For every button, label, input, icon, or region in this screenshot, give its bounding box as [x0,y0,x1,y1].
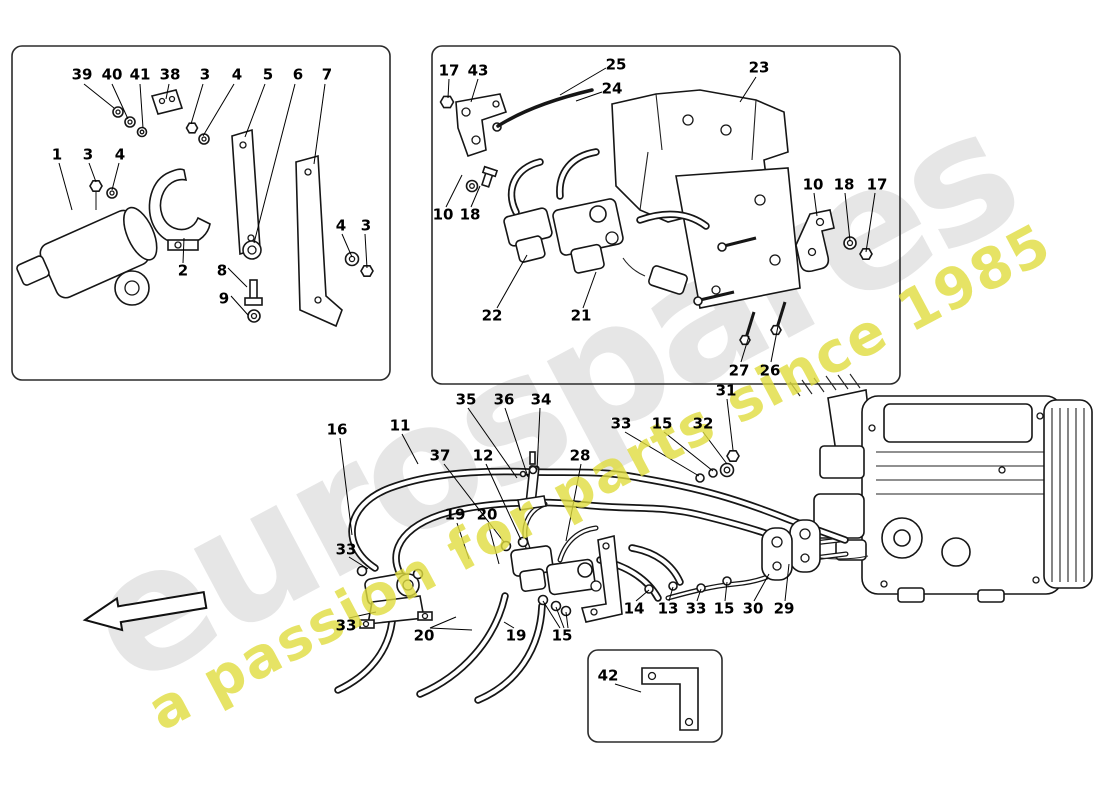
right-bracket-10-18-17 [795,209,873,273]
callout-24: 24 [601,79,623,98]
callout-43: 43 [467,61,489,80]
callout-1: 1 [51,145,63,164]
callout-13: 13 [657,599,679,618]
bolt-8-9 [244,279,263,323]
callout-29: 29 [773,599,795,618]
callout-33: 33 [335,540,357,559]
callout-23: 23 [748,58,770,77]
inset-boxes [11,45,901,743]
callout-2: 2 [177,261,189,280]
support-bracket-7 [295,154,343,328]
retaining-rod-24-25 [492,88,594,132]
callout-4: 4 [335,216,347,235]
callout-26: 26 [759,361,781,380]
callout-37: 37 [429,446,451,465]
pipe-bracket-34-36 [517,451,547,511]
callout-4: 4 [114,145,126,164]
callout-10: 10 [802,175,824,194]
hvac-unit-drawing [788,373,1093,603]
callout-6: 6 [292,65,304,84]
mount-plate-5 [231,128,261,256]
callout-30: 30 [742,599,764,618]
callout-5: 5 [262,65,274,84]
callout-42: 42 [597,666,619,685]
callout-9: 9 [218,289,230,308]
leader-lines [58,67,876,693]
callout-25: 25 [605,55,627,74]
bracket-42 [641,667,699,731]
direction-arrow [82,590,208,632]
callout-31: 31 [715,381,737,400]
callout-32: 32 [692,414,714,433]
callout-19: 19 [505,626,527,645]
callout-4: 4 [231,65,243,84]
callout-7: 7 [321,65,333,84]
callout-15: 15 [713,599,735,618]
grommet-plates-29-30 [761,519,821,581]
callout-36: 36 [493,390,515,409]
callout-34: 34 [530,390,552,409]
callout-18: 18 [459,205,481,224]
callout-40: 40 [101,65,123,84]
callout-15: 15 [551,626,573,645]
callout-18: 18 [833,175,855,194]
callout-3: 3 [360,216,372,235]
rubber-mount-6 [242,240,262,260]
callout-33: 33 [610,414,632,433]
callout-22: 22 [481,306,503,325]
callout-41: 41 [129,65,151,84]
callout-14: 14 [623,599,645,618]
water-pump-drawing [16,192,158,306]
callout-21: 21 [570,306,592,325]
callout-20: 20 [476,505,498,524]
firewall-fasteners [644,449,740,594]
solenoid-valves-21-22 [503,148,710,295]
callout-33: 33 [335,616,357,635]
callout-38: 38 [159,65,181,84]
mounting-plate [675,167,801,309]
pump-clamp-2 [148,168,211,251]
callout-12: 12 [472,446,494,465]
callout-20: 20 [413,626,435,645]
callout-17: 17 [438,61,460,80]
callout-11: 11 [389,416,411,435]
center-valve-assembly [500,501,623,623]
callout-10: 10 [432,205,454,224]
pump-bracket-38 [150,89,184,115]
callout-19: 19 [444,505,466,524]
aux-pump-assembly [356,565,433,629]
callout-16: 16 [326,420,348,439]
callout-15: 15 [651,414,673,433]
callout-17: 17 [866,175,888,194]
callout-39: 39 [71,65,93,84]
callout-3: 3 [82,145,94,164]
valve-bracket-43 [439,93,508,193]
callout-28: 28 [569,446,591,465]
callout-35: 35 [455,390,477,409]
callout-3: 3 [199,65,211,84]
callout-27: 27 [728,361,750,380]
callout-8: 8 [216,261,228,280]
callout-33: 33 [685,599,707,618]
